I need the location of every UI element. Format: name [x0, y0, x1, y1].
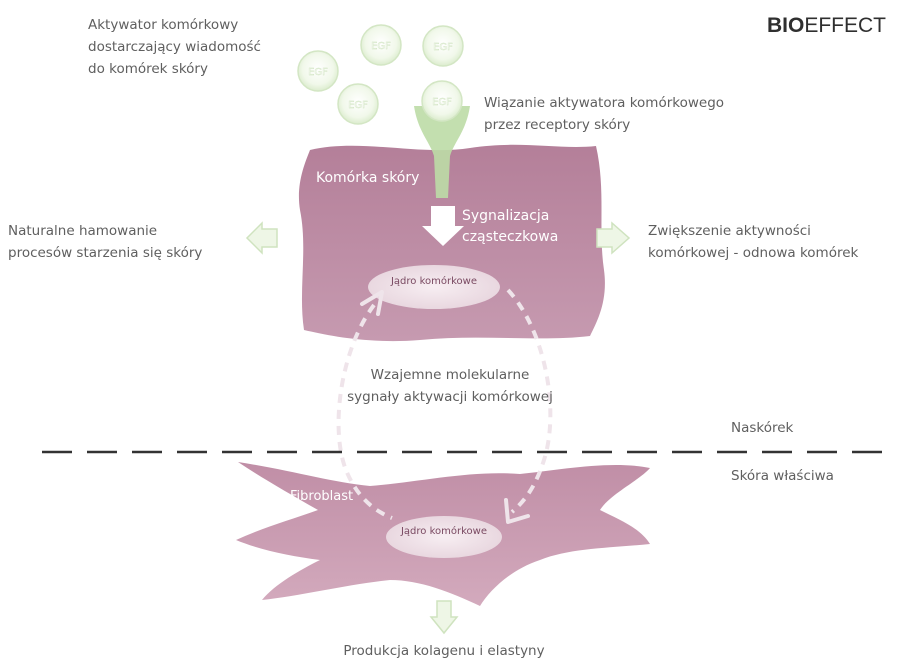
binding-label: Wiązanie aktywatora komórkowego przez re…: [484, 92, 724, 136]
svg-text:EGF: EGF: [432, 97, 452, 108]
logo-light-text: EFFECT: [804, 14, 887, 37]
svg-text:EGF: EGF: [371, 41, 391, 52]
natural-inhibition-line-1: Naturalne hamowanie: [8, 223, 158, 239]
activator-label: Aktywator komórkowy dostarczający wiadom…: [88, 14, 261, 80]
binding-line-2: przez receptory skóry: [484, 117, 631, 133]
nucleus-top-shape: [368, 265, 500, 309]
mutual-signals-label: Wzajemne molekularne sygnały aktywacji k…: [340, 364, 560, 408]
mutual-signal-cycle: [336, 288, 553, 520]
fibroblast-label: Fibroblast: [290, 489, 354, 504]
nucleus-bottom-shape: [386, 516, 502, 558]
increase-activity-label: Zwiększenie aktywności komórkowej - odno…: [648, 220, 858, 264]
egf-molecule-3: EGF: [422, 25, 464, 67]
right-block-arrow: [596, 221, 631, 255]
down-block-arrow: [429, 600, 459, 635]
signaling-line-2: cząsteczkowa: [462, 229, 559, 245]
signal-down-arrow: [422, 206, 464, 246]
dermis-label: Skóra właściwa: [731, 468, 834, 484]
logo-bold-text: BIO: [767, 14, 805, 37]
skin-cell-label: Komórka skóry: [316, 170, 420, 186]
mutual-line-1: Wzajemne molekularne: [370, 367, 530, 383]
activator-line-2: dostarczający wiadomość: [88, 39, 261, 55]
production-label: Produkcja kolagenu i elastyny: [343, 643, 545, 659]
egf-molecule-1: EGF: [297, 50, 339, 92]
cycle-arrowhead-bottom: [504, 498, 530, 524]
svg-text:EGF: EGF: [348, 100, 368, 111]
signaling-line-1: Sygnalizacja: [462, 208, 550, 224]
epidermis-label: Naskórek: [731, 420, 794, 436]
nucleus-top-label: Jądro komórkowe: [390, 276, 478, 287]
activator-line-1: Aktywator komórkowy: [88, 17, 239, 33]
svg-text:EGF: EGF: [433, 42, 453, 53]
egf-molecule-4: EGF: [337, 83, 379, 125]
mutual-line-2: sygnały aktywacji komórkowej: [347, 389, 553, 405]
nucleus-bottom-label: Jądro komórkowe: [400, 526, 488, 537]
receptor-shape: [414, 106, 470, 198]
cycle-arrowhead-top: [360, 290, 384, 316]
svg-text:EGF: EGF: [308, 67, 328, 78]
increase-activity-line-2: komórkowej - odnowa komórek: [648, 245, 859, 261]
signaling-label: Sygnalizacja cząsteczkowa: [462, 206, 558, 248]
natural-inhibition-line-2: procesów starzenia się skóry: [8, 245, 203, 261]
increase-activity-line-1: Zwiększenie aktywności: [648, 223, 811, 239]
bioeffect-logo: BIOEFFECT: [767, 14, 886, 38]
binding-line-1: Wiązanie aktywatora komórkowego: [484, 95, 725, 111]
natural-inhibition-label: Naturalne hamowanie procesów starzenia s…: [8, 220, 202, 264]
left-block-arrow: [245, 221, 278, 255]
egf-molecule-bound: EGF: [421, 80, 463, 122]
activator-line-3: do komórek skóry: [88, 61, 208, 77]
egf-molecule-2: EGF: [360, 24, 402, 66]
